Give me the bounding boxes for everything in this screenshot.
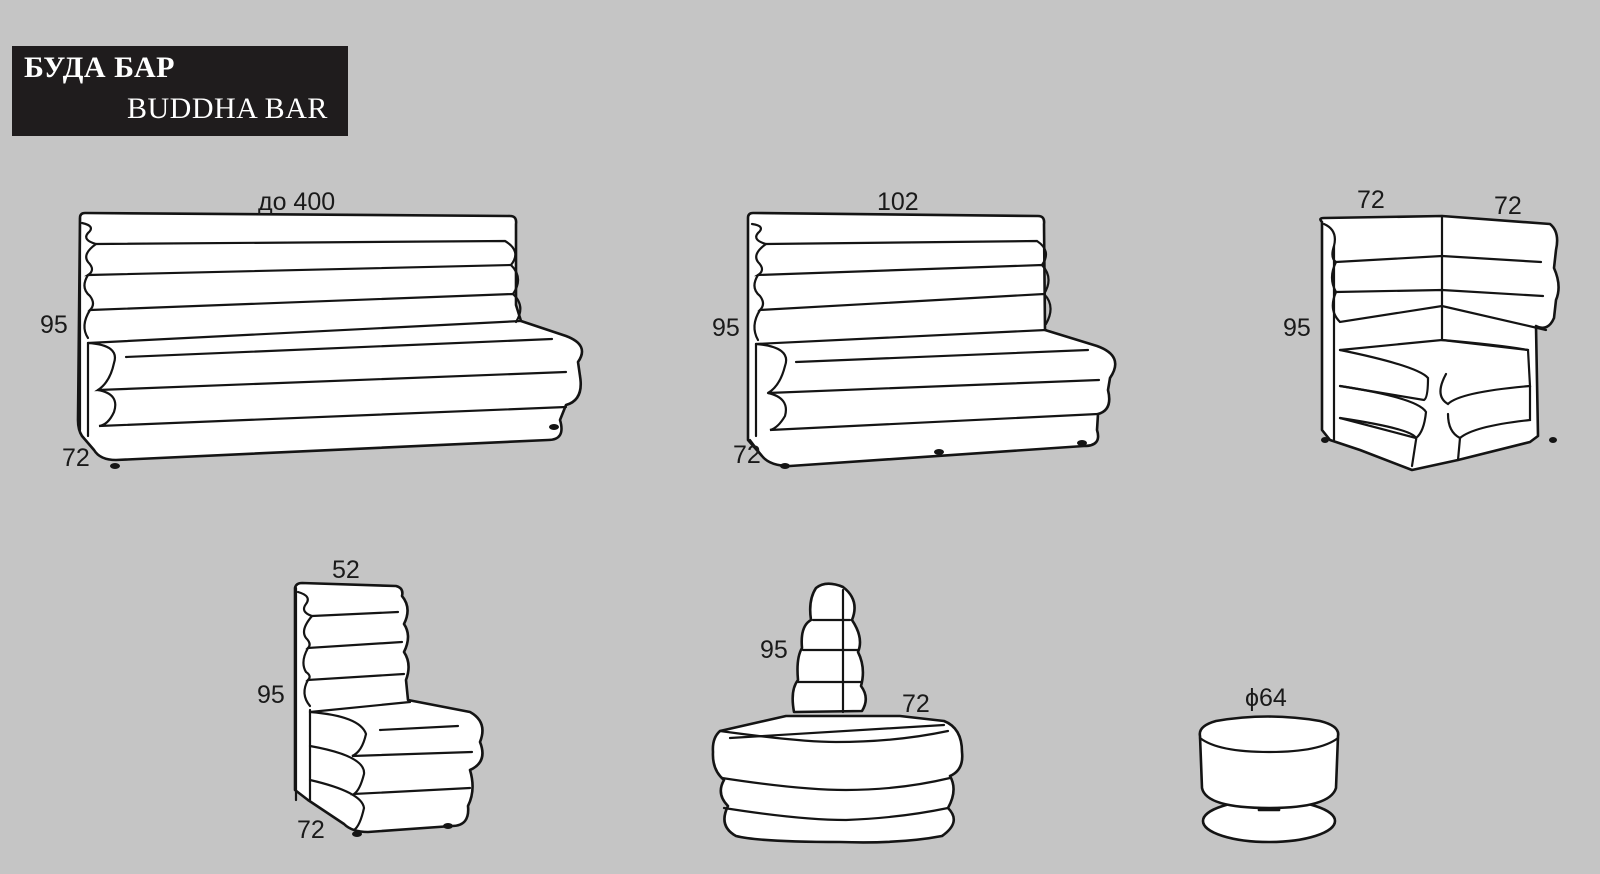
sofa-102-drawing <box>746 211 1117 469</box>
corner-sofa-side-a-label: 72 <box>1357 186 1385 214</box>
sofa-102-width-label: 102 <box>877 188 919 216</box>
single-seat-width-label: 52 <box>332 556 360 584</box>
sofa-102-height-label: 95 <box>712 314 740 342</box>
sofa-102-depth-label: 72 <box>733 441 761 469</box>
single-seat-height-label: 95 <box>257 681 285 709</box>
single-seat-depth-label: 72 <box>297 816 325 844</box>
round-sofa-depth-label: 72 <box>902 690 930 718</box>
title-en: BUDDHA BAR <box>127 92 328 125</box>
round-sofa-drawing <box>711 582 964 844</box>
pouf-diameter-label: ϕ64 <box>1245 684 1287 712</box>
corner-sofa-drawing <box>1319 214 1560 472</box>
title-block: БУДА БАР BUDDHA BAR <box>12 46 348 136</box>
pouf-drawing <box>1198 715 1340 844</box>
corner-sofa-height-label: 95 <box>1283 314 1311 342</box>
long-sofa-height-label: 95 <box>40 311 68 339</box>
long-sofa-drawing <box>76 211 584 469</box>
title-ru: БУДА БАР <box>24 51 175 84</box>
corner-sofa-side-b-label: 72 <box>1494 192 1522 220</box>
single-seat-drawing <box>293 581 484 837</box>
round-sofa-height-label: 95 <box>760 636 788 664</box>
long-sofa-width-label: до 400 <box>258 188 336 216</box>
long-sofa-depth-label: 72 <box>62 444 90 472</box>
